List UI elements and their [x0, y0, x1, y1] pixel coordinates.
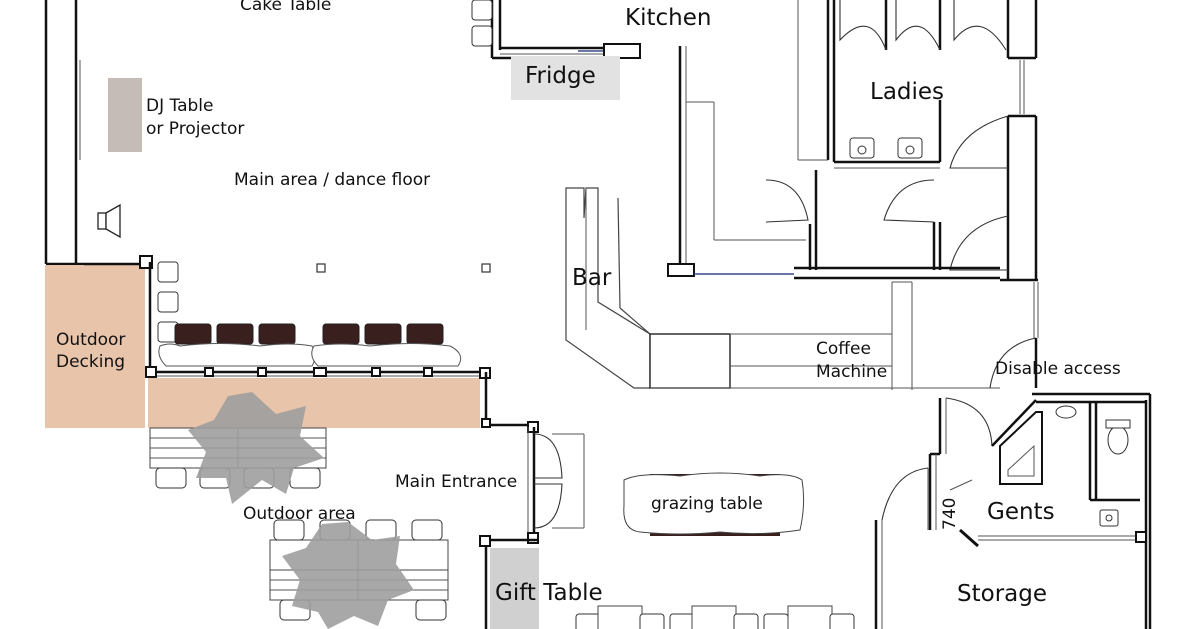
ladies-walls	[797, 0, 1038, 282]
speaker-icon	[97, 203, 121, 239]
main-entrance-label: Main Entrance	[395, 472, 517, 492]
outdoor-decking-label-2: Decking	[56, 352, 125, 372]
storage-label: Storage	[957, 581, 1047, 607]
outdoor-decking-left	[45, 265, 145, 428]
outdoor-decking-label-1: Outdoor	[56, 330, 125, 350]
gift-table	[490, 548, 539, 629]
fridge	[511, 56, 620, 100]
grazing-table	[623, 472, 805, 536]
bar-counter	[565, 187, 1000, 389]
gift-table-label: Gift Table	[495, 580, 603, 606]
disable-access-label: Disable access	[995, 359, 1121, 379]
main-entrance-door[interactable]	[527, 427, 585, 544]
corridor-walls	[765, 170, 1000, 390]
outdoor-area-label: Outdoor area	[243, 504, 356, 524]
coffee-machine-label-1: Coffee	[816, 339, 871, 359]
gents-label: Gents	[987, 499, 1055, 525]
dj-table	[108, 78, 142, 152]
bar-label: Bar	[572, 265, 612, 291]
kitchen-east-wall	[667, 46, 806, 277]
kitchen-walls	[471, 0, 641, 60]
column	[481, 263, 491, 273]
banquet-seating	[158, 323, 462, 367]
dj-table-label-2: or Projector	[146, 119, 244, 139]
dimension-label: 740	[940, 498, 960, 530]
gents-walls	[928, 392, 1152, 629]
outdoor-decking-strip	[148, 378, 480, 428]
ladies-label: Ladies	[870, 79, 944, 105]
dj-table-label-1: DJ Table	[146, 96, 213, 116]
grazing-table-label: grazing table	[651, 494, 763, 514]
umbrella-1	[188, 392, 324, 504]
column	[316, 263, 326, 273]
cake-table-label: Cake Table	[240, 0, 331, 15]
chairs-left-wall	[157, 261, 179, 343]
storage-walls	[874, 467, 929, 629]
umbrella-2	[282, 522, 414, 629]
main-area-label: Main area / dance floor	[234, 170, 430, 190]
bottom-chairs	[575, 605, 855, 629]
left-wall	[44, 0, 84, 266]
coffee-machine-label-2: Machine	[816, 362, 887, 382]
entrance-lower-wall	[479, 535, 538, 629]
disable-access-door[interactable]	[989, 282, 1039, 389]
fridge-label: Fridge	[525, 63, 596, 89]
kitchen-label: Kitchen	[625, 5, 711, 31]
